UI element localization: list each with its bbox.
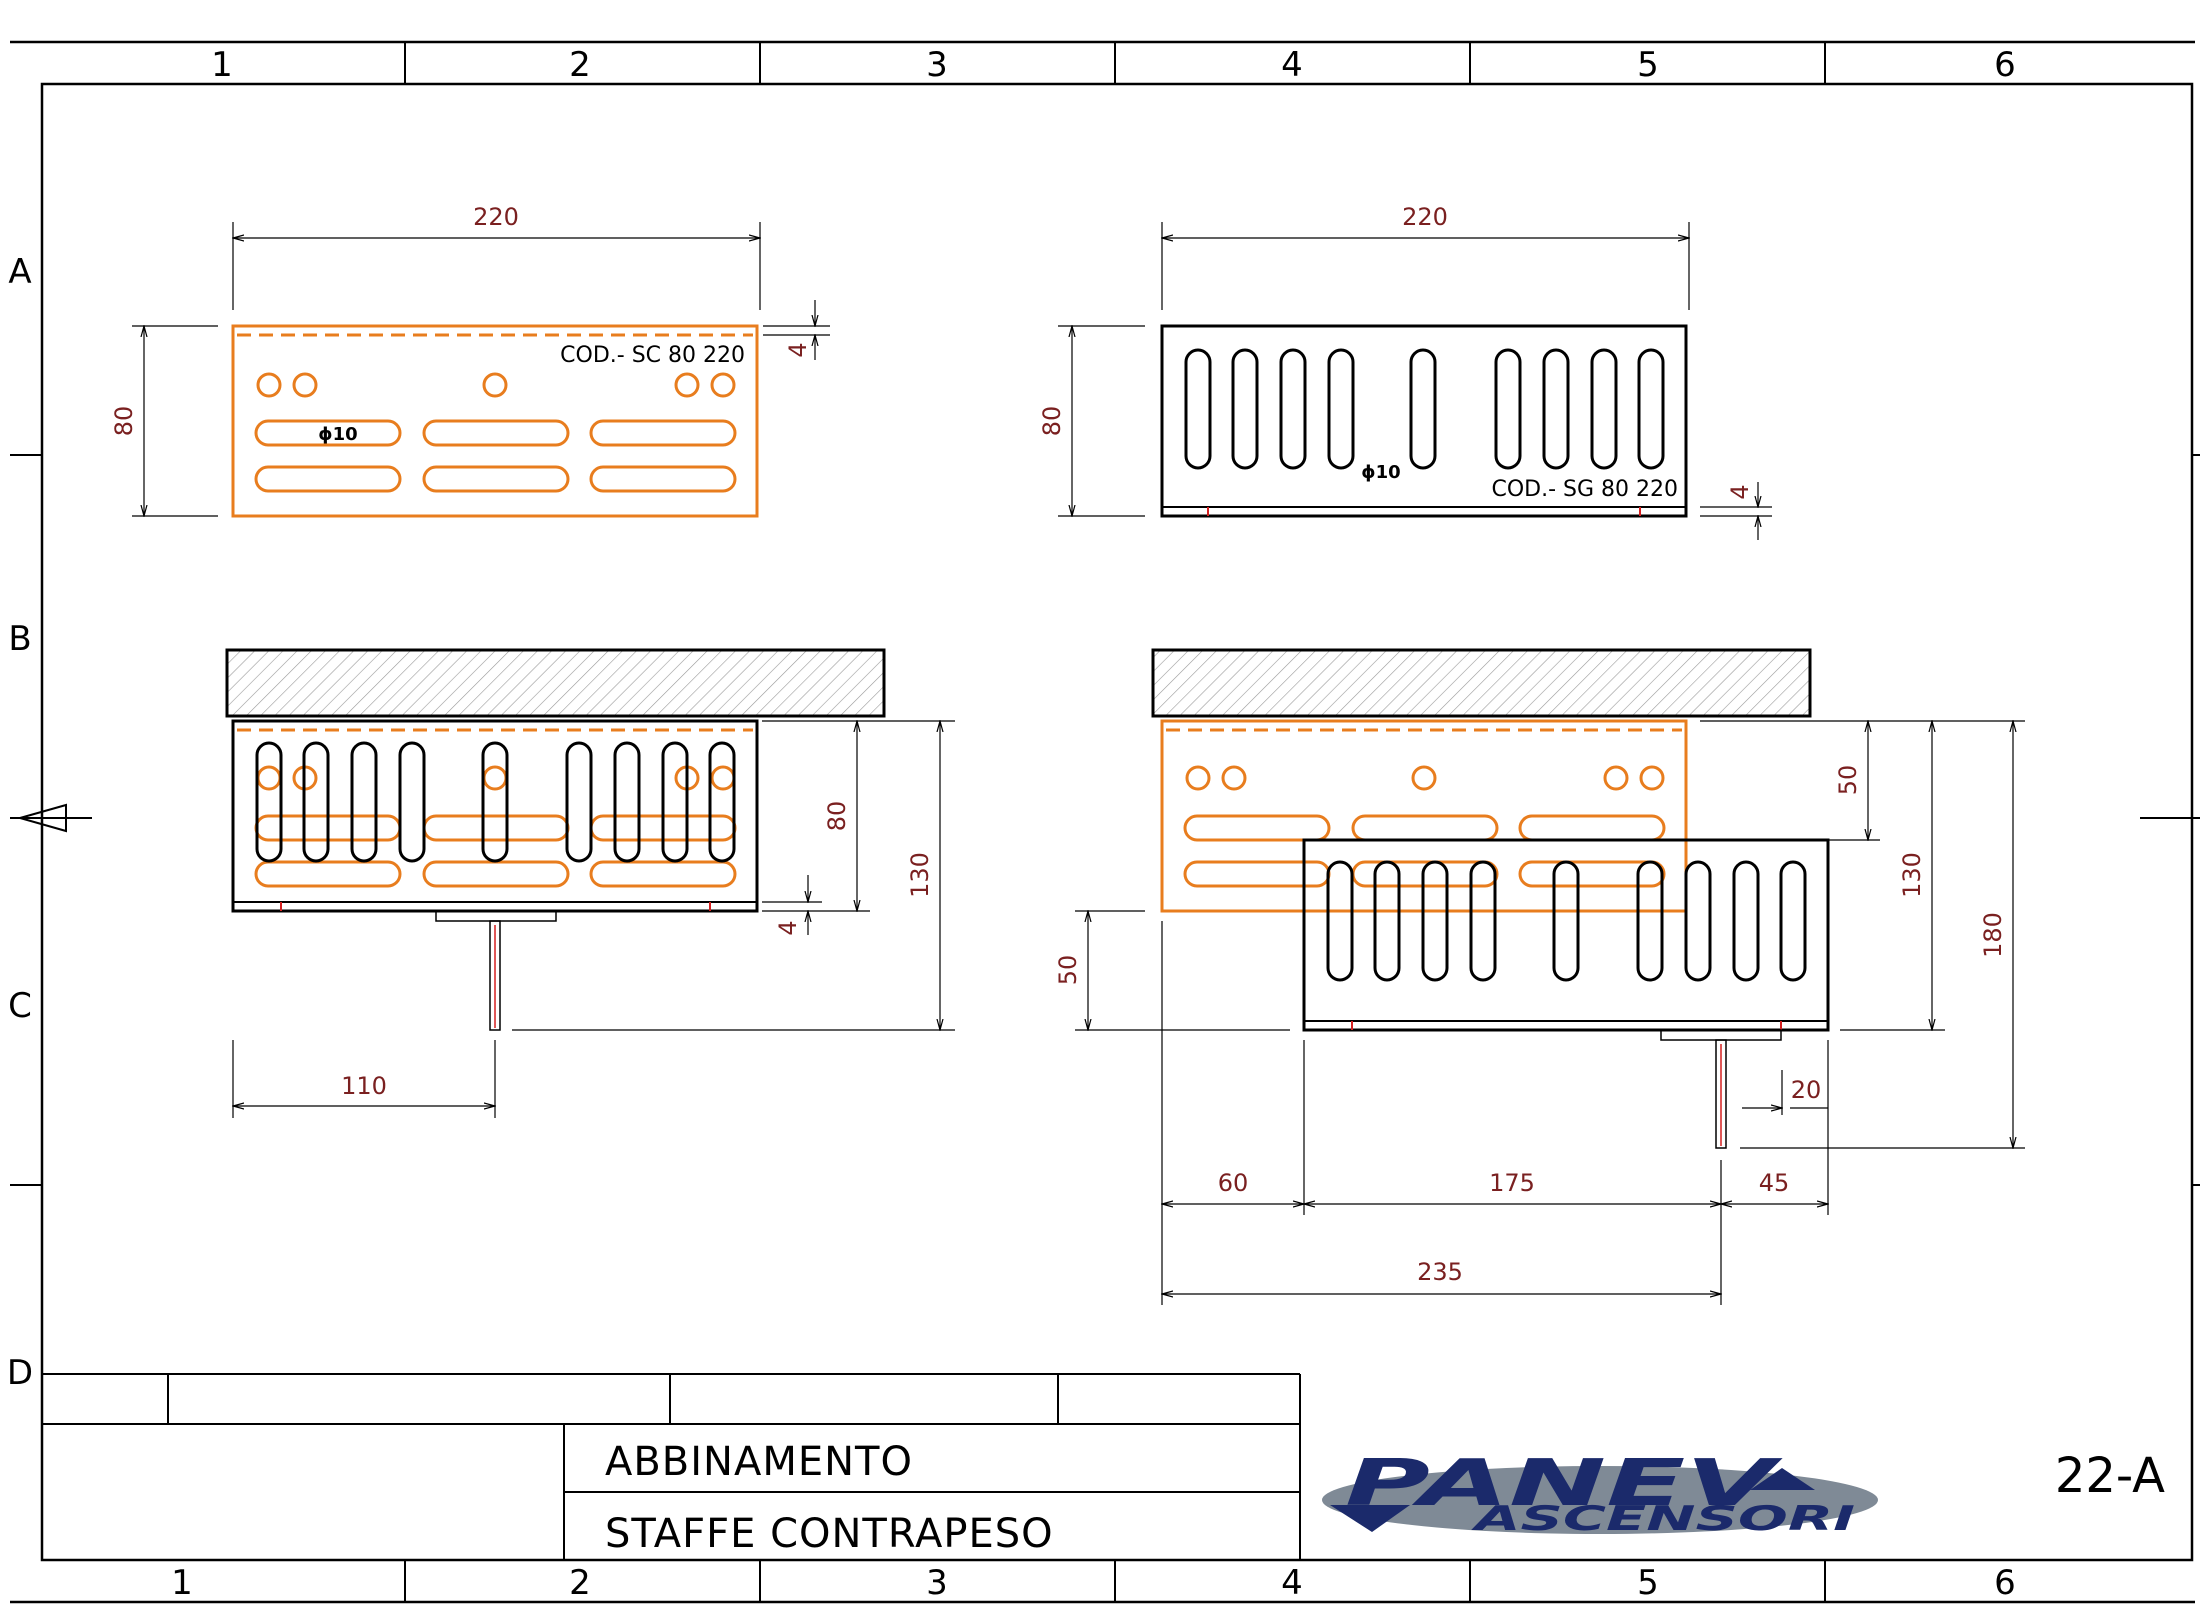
column-label: 2 bbox=[569, 45, 591, 85]
dimension-a: 60 bbox=[1218, 1169, 1249, 1197]
dimension-thickness: 4 bbox=[774, 920, 802, 935]
hole-diameter-label: ϕ10 bbox=[1361, 462, 1400, 483]
logo-sub-text: ASCENSORI bbox=[1470, 1499, 1855, 1539]
row-label: A bbox=[8, 252, 31, 292]
column-label: 6 bbox=[1994, 1563, 2016, 1603]
dimension-total: 130 bbox=[906, 852, 934, 898]
row-labels: A B C D bbox=[7, 252, 33, 1393]
column-label: 1 bbox=[211, 45, 233, 85]
column-label: 3 bbox=[926, 1563, 948, 1603]
company-logo: PANEV ASCENSORI bbox=[1322, 1447, 1878, 1539]
dimension-height: 80 bbox=[1038, 406, 1066, 437]
column-label: 4 bbox=[1281, 1563, 1303, 1603]
logo-brand-text: PANEV bbox=[1345, 1447, 1783, 1521]
dimension-b: 175 bbox=[1489, 1169, 1535, 1197]
title-block: ABBINAMENTO STAFFE CONTRAPESO 22-A bbox=[42, 1373, 2165, 1560]
row-label: D bbox=[7, 1353, 33, 1393]
drawing-frame bbox=[10, 40, 2200, 1604]
column-label: 5 bbox=[1637, 1563, 1659, 1603]
dimension-height: 80 bbox=[110, 406, 138, 437]
dimension-height: 80 bbox=[823, 801, 851, 832]
bracket-code-label: COD.- SC 80 220 bbox=[560, 343, 745, 368]
dimension-offset: 110 bbox=[341, 1072, 387, 1100]
dimension-thickness: 4 bbox=[784, 342, 812, 357]
dimension-left: 50 bbox=[1054, 955, 1082, 986]
dimension-c: 45 bbox=[1759, 1169, 1790, 1197]
column-label: 5 bbox=[1637, 45, 1659, 85]
row-label: C bbox=[8, 986, 32, 1026]
drawing-title-line-1: ABBINAMENTO bbox=[605, 1439, 913, 1485]
column-label: 4 bbox=[1281, 45, 1303, 85]
assembly-left-dimensions: 80 130 4 110 bbox=[233, 721, 955, 1118]
assembly-right-view bbox=[1151, 648, 1830, 1149]
dimension-rod: 20 bbox=[1791, 1076, 1822, 1104]
dimension-mid: 130 bbox=[1898, 852, 1926, 898]
column-label: 2 bbox=[569, 1563, 591, 1603]
column-label: 1 bbox=[171, 1563, 193, 1603]
dimension-overall: 235 bbox=[1417, 1258, 1463, 1286]
bracket-code-label: COD.- SG 80 220 bbox=[1491, 477, 1678, 502]
bracket-sg-dimensions: 220 80 4 bbox=[1038, 203, 1772, 540]
bracket-sc-view: COD.- SC 80 220 ϕ10 bbox=[231, 324, 759, 518]
assembly-right-dimensions: 50 130 180 50 20 60 175 45 235 bbox=[1054, 721, 2025, 1305]
hole-diameter-label: ϕ10 bbox=[318, 424, 357, 445]
bracket-sc-dimensions: 220 80 4 bbox=[110, 203, 830, 516]
column-label: 3 bbox=[926, 45, 948, 85]
dimension-width: 220 bbox=[1402, 203, 1448, 231]
dimension-total: 180 bbox=[1979, 912, 2007, 958]
bracket-sg-view: ϕ10 COD.- SG 80 220 bbox=[1160, 324, 1688, 518]
column-labels-top: 1 2 3 4 5 6 bbox=[211, 45, 2016, 85]
dimension-top: 50 bbox=[1834, 765, 1862, 796]
column-label: 6 bbox=[1994, 45, 2016, 85]
column-labels-bottom: 1 2 3 4 5 6 bbox=[171, 1563, 2016, 1603]
assembly-left-view bbox=[225, 648, 886, 1031]
dimension-thickness: 4 bbox=[1726, 484, 1754, 499]
drawing-title-line-2: STAFFE CONTRAPESO bbox=[605, 1511, 1054, 1557]
sheet-number: 22-A bbox=[2055, 1448, 2165, 1504]
dimension-width: 220 bbox=[473, 203, 519, 231]
row-label: B bbox=[8, 619, 31, 659]
